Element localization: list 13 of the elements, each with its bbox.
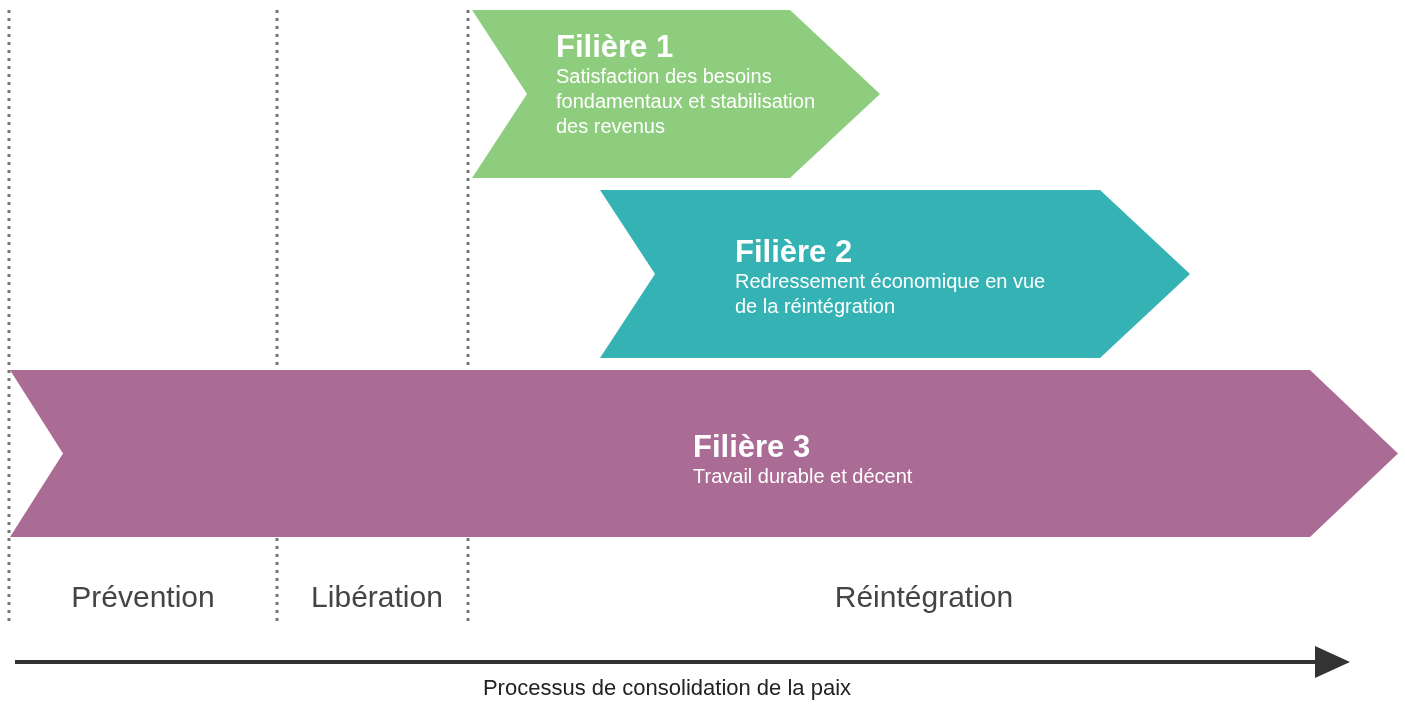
- chevron-description: Satisfaction des besoins fondamentaux et stabilisation des revenus: [556, 64, 817, 139]
- chevron-title: Filière 3: [693, 430, 812, 464]
- chevron-title: Filière 1: [556, 30, 675, 64]
- chevron-description: Travail durable et décent: [693, 464, 914, 489]
- axis-label: Processus de consolidation de la paix: [482, 675, 852, 701]
- chevron-banner: [600, 190, 1190, 358]
- chevron-description: Redressement économique en vue de la réintégration: [735, 269, 1047, 319]
- phase-label: Réintégration: [834, 580, 1014, 614]
- chevron-banner: [10, 370, 1398, 537]
- chevron-title: Filière 2: [735, 235, 854, 269]
- phase-label: Prévention: [71, 580, 215, 614]
- phase-label: Libération: [311, 580, 443, 614]
- chevron-banner: [472, 10, 880, 178]
